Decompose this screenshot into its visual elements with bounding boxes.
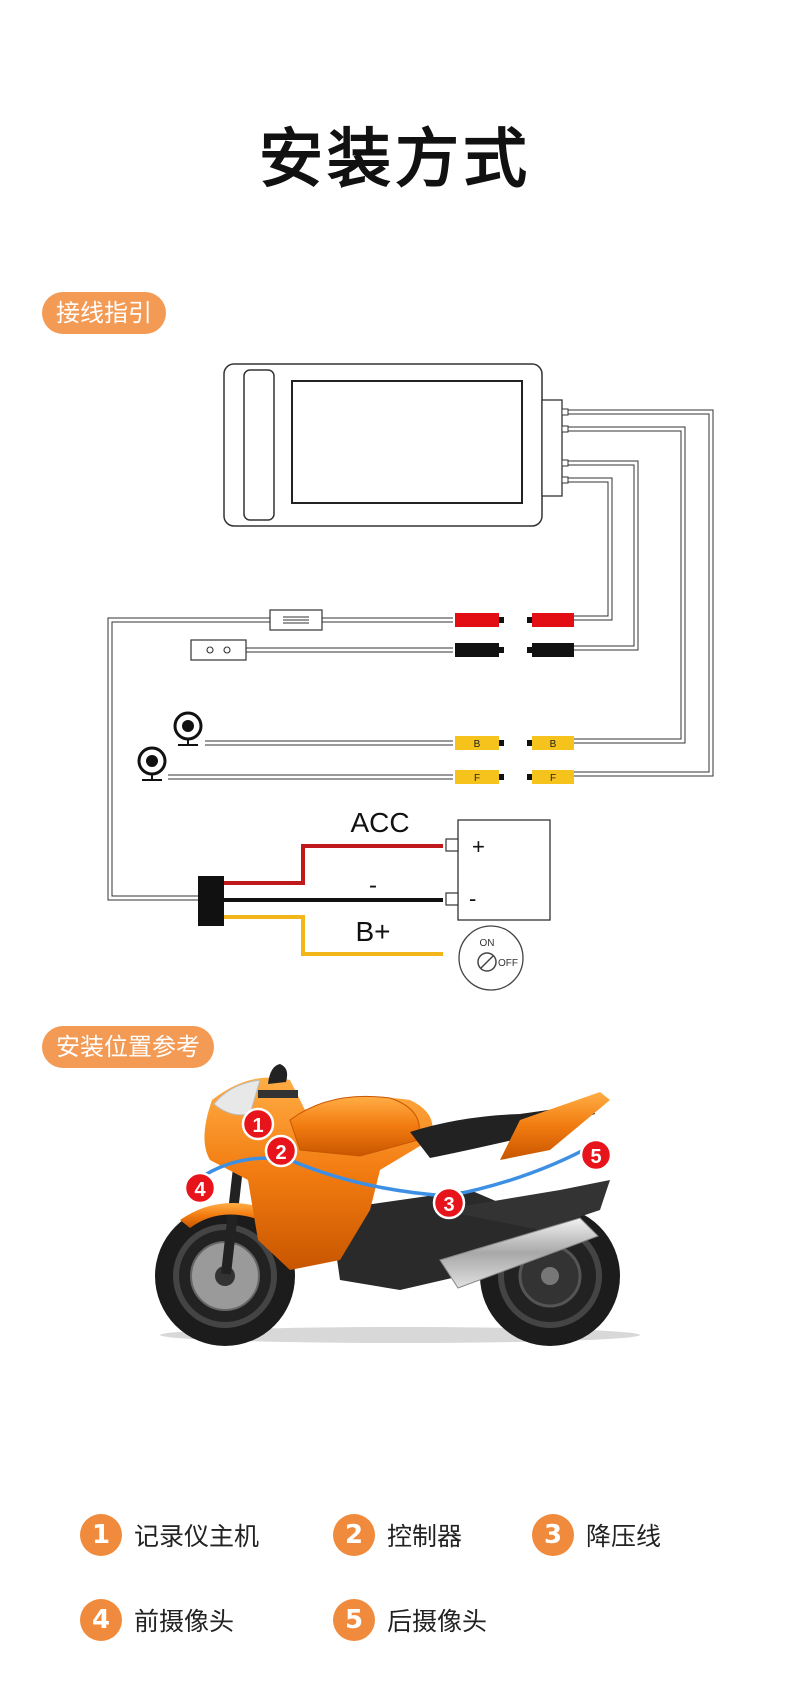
motorcycle-illustration: 1 2 3 4 5 — [155, 1064, 640, 1346]
marker-5-label: 5 — [590, 1146, 601, 1168]
marker-3-label: 3 — [443, 1194, 454, 1216]
marker-1: 1 — [241, 1107, 275, 1141]
f-connector-left: F — [455, 770, 504, 784]
legend-item: 3 降压线 — [532, 1512, 661, 1558]
minus-label: - — [369, 872, 377, 899]
legend-label: 控制器 — [387, 1522, 463, 1551]
page-title: 安装方式 — [259, 123, 531, 197]
red-connector-right — [527, 613, 574, 627]
junction-block — [198, 876, 224, 926]
marker-5: 5 — [579, 1138, 613, 1172]
legend-item: 4 前摄像头 — [80, 1597, 234, 1643]
marker-1-label: 1 — [252, 1115, 263, 1137]
battery-icon: + - — [445, 819, 551, 921]
b-plug-label: B — [474, 739, 481, 750]
recorder-host-icon — [223, 363, 569, 527]
controller-icon — [190, 639, 247, 661]
bplus-wire — [224, 915, 443, 956]
legend-number: 2 — [333, 1514, 375, 1556]
marker-3: 3 — [432, 1186, 466, 1220]
switch-on-label: ON — [480, 938, 495, 949]
marker-4-label: 4 — [194, 1179, 206, 1201]
legend-number: 5 — [333, 1599, 375, 1641]
marker-4: 4 — [183, 1171, 217, 1205]
legend-item: 2 控制器 — [333, 1512, 462, 1558]
wiring-diagram: B B F F + - ACC - — [107, 363, 714, 991]
battery-plus-label: + — [472, 834, 485, 859]
legend-item: 1 记录仪主机 — [80, 1512, 259, 1558]
black-connector-right — [527, 643, 574, 657]
f-plug-label: F — [550, 773, 556, 784]
legend-label: 前摄像头 — [134, 1607, 235, 1636]
red-connector-left — [455, 613, 504, 627]
legend-number: 1 — [80, 1514, 122, 1556]
marker-2: 2 — [264, 1134, 298, 1168]
marker-2-label: 2 — [275, 1142, 286, 1164]
legend-number: 4 — [80, 1599, 122, 1641]
acc-wire — [224, 844, 443, 885]
legend-item: 5 后摄像头 — [333, 1597, 487, 1643]
f-plug-label: F — [474, 773, 480, 784]
section-label-position: 安装位置参考 — [42, 1026, 214, 1068]
legend-label: 降压线 — [586, 1522, 662, 1551]
b-connector-right: B — [527, 736, 574, 750]
switch-off-label: OFF — [498, 958, 518, 969]
battery-minus-label: - — [469, 886, 476, 911]
fuse-icon — [269, 609, 323, 631]
legend-label: 记录仪主机 — [134, 1522, 260, 1551]
b-plug-label: B — [550, 739, 557, 750]
ignition-switch-icon: ON OFF — [458, 925, 524, 991]
section-label-wiring: 接线指引 — [42, 292, 166, 334]
black-connector-left — [455, 643, 504, 657]
bplus-label: B+ — [355, 916, 390, 947]
legend-number: 3 — [532, 1514, 574, 1556]
rear-camera-icon — [173, 711, 203, 746]
acc-label: ACC — [350, 807, 409, 838]
cable-route — [199, 1142, 596, 1198]
legend-label: 后摄像头 — [387, 1607, 488, 1636]
f-connector-right: F — [527, 770, 574, 784]
b-connector-left: B — [455, 736, 504, 750]
front-camera-icon — [137, 746, 167, 781]
